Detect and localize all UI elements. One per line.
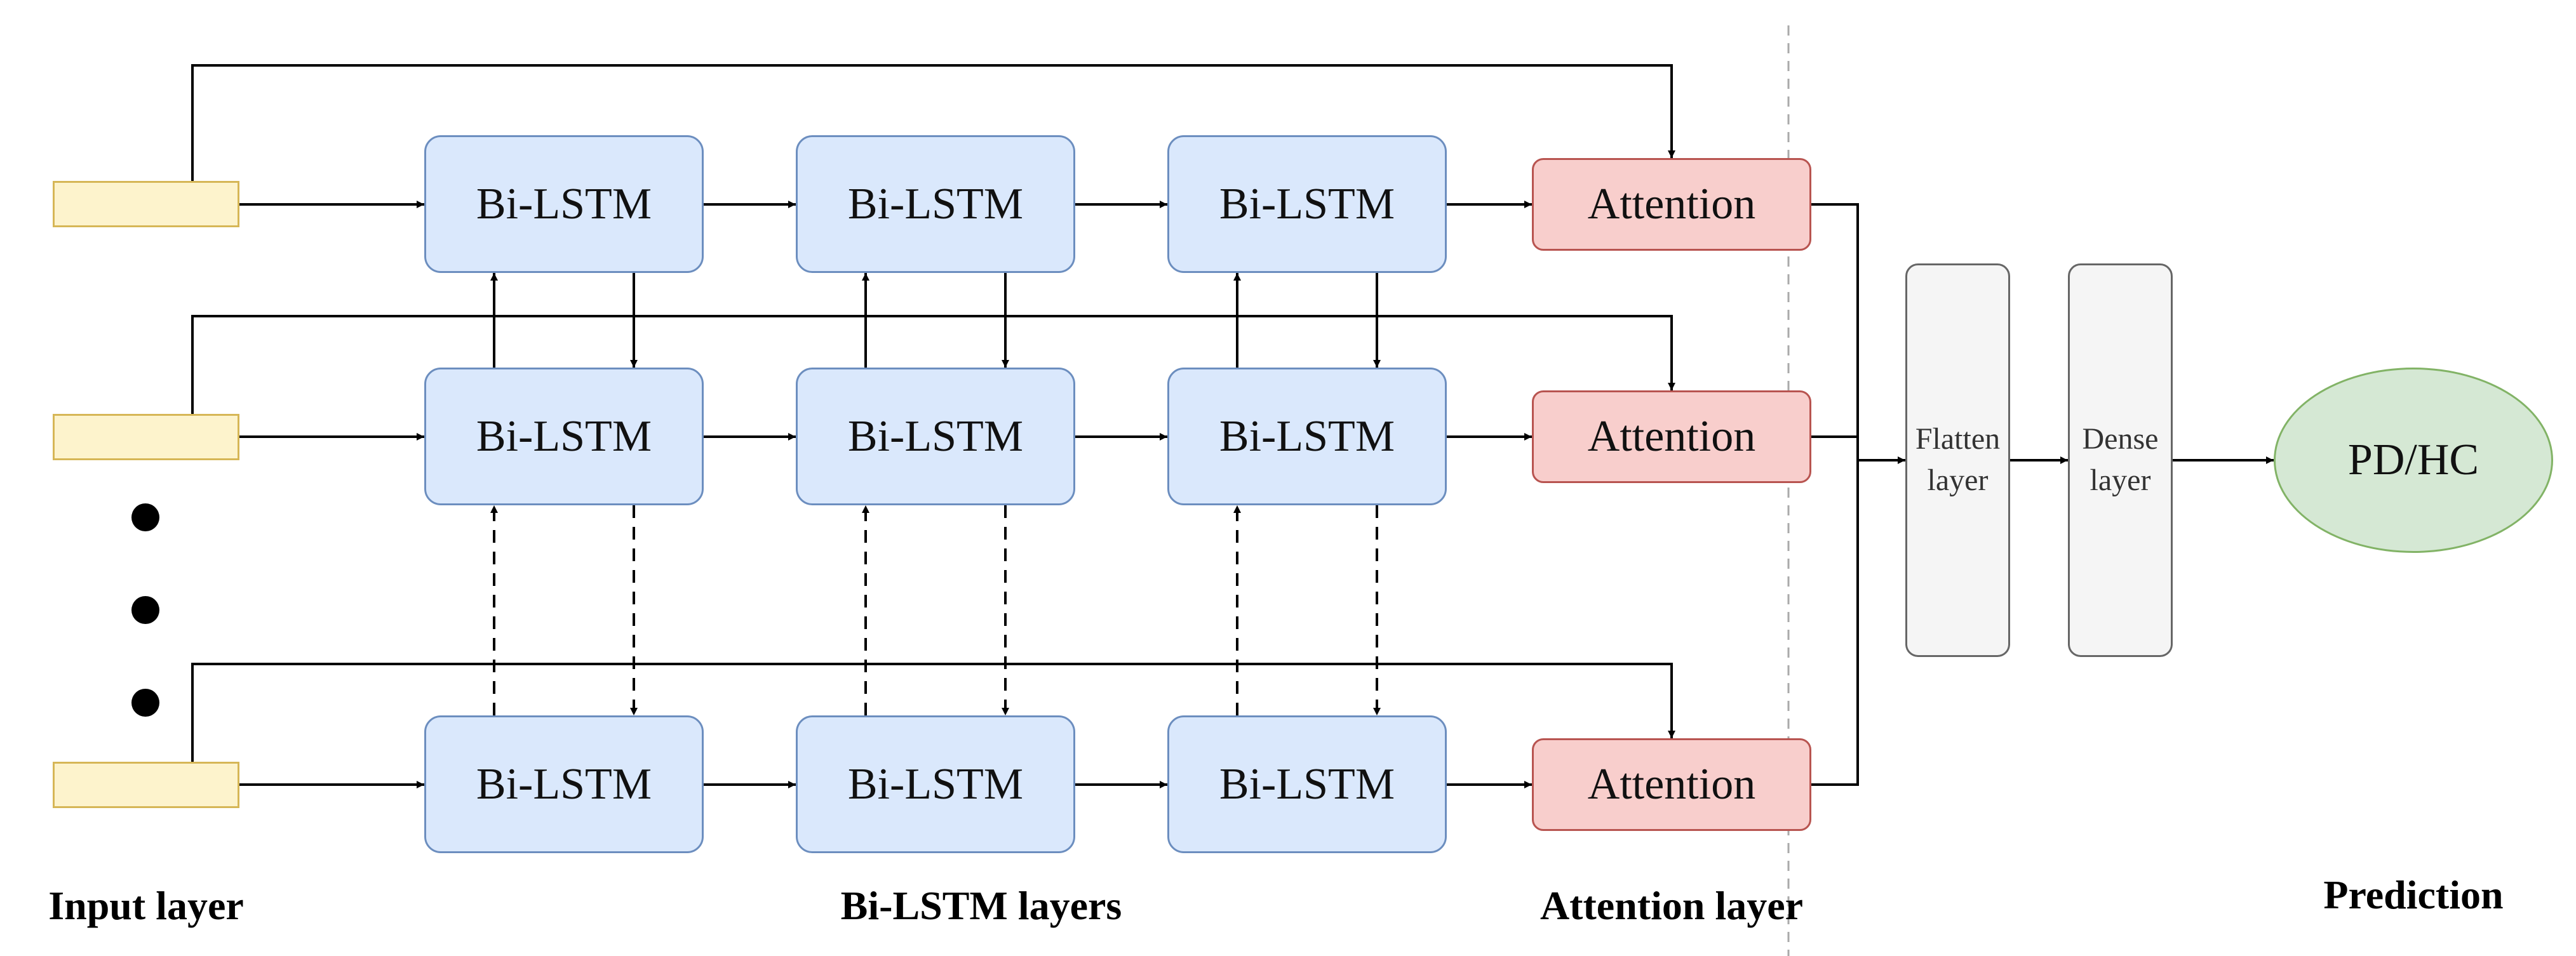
label-input-layer: Input layer	[48, 883, 244, 928]
dense-layer: Dense layer	[2068, 263, 2173, 657]
input-box-3	[53, 762, 239, 808]
ellipsis-dot-2	[131, 596, 159, 624]
label-bilstm-layers: Bi-LSTM layers	[840, 883, 1122, 928]
attention-row3: Attention	[1532, 738, 1811, 831]
label-prediction: Prediction	[2323, 872, 2504, 917]
dense-layer-label: Dense layer	[2082, 422, 2159, 497]
flatten-layer: Flatten layer	[1905, 263, 2010, 657]
bilstm-row1-col2: Bi-LSTM	[796, 135, 1075, 273]
attention-row2: Attention	[1532, 390, 1811, 483]
skip-input-to-attention-r2	[191, 315, 1675, 414]
merge-attention-r1	[1811, 203, 1859, 460]
label-attention-layer: Attention layer	[1540, 883, 1804, 928]
flatten-layer-label: Flatten layer	[1915, 422, 2001, 497]
skip-input-to-attention-r3	[191, 663, 1675, 762]
input-box-2	[53, 414, 239, 460]
attention-row1: Attention	[1532, 158, 1811, 251]
bilstm-row2-col2: Bi-LSTM	[796, 368, 1075, 505]
input-box-1	[53, 181, 239, 227]
bilstm-row3-col3: Bi-LSTM	[1167, 715, 1447, 853]
bilstm-row3-col2: Bi-LSTM	[796, 715, 1075, 853]
ellipsis-dot-3	[131, 689, 159, 717]
bilstm-row2-col3: Bi-LSTM	[1167, 368, 1447, 505]
bilstm-row1-col3: Bi-LSTM	[1167, 135, 1447, 273]
bilstm-row2-col1: Bi-LSTM	[424, 368, 704, 505]
bilstm-row1-col1: Bi-LSTM	[424, 135, 704, 273]
ellipsis-dot-1	[131, 503, 159, 531]
merge-attention-r2	[1811, 435, 1859, 460]
merge-attention-r3	[1811, 460, 1859, 786]
skip-input-to-attention-r1	[191, 64, 1675, 181]
bilstm-row3-col1: Bi-LSTM	[424, 715, 704, 853]
output-pd-hc: PD/HC	[2274, 368, 2553, 553]
